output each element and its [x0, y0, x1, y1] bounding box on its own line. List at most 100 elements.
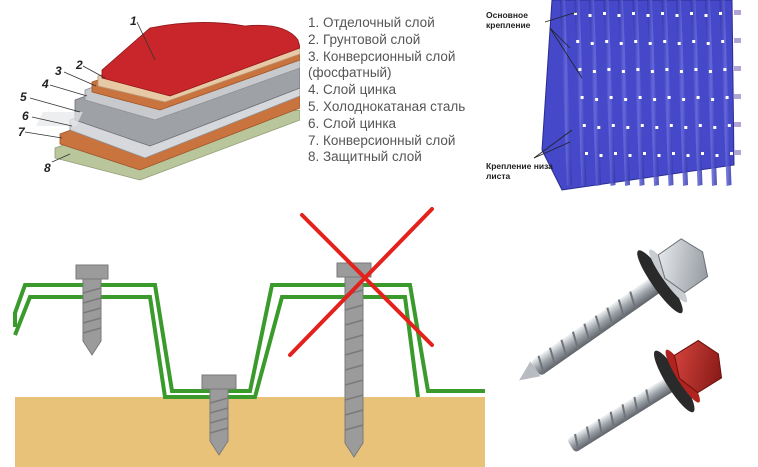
roof-rib: [603, 0, 616, 186]
fastening-point: [704, 14, 708, 17]
fastening-point: [669, 124, 673, 127]
fastening-point: [713, 126, 717, 129]
fastening-point: [621, 70, 625, 73]
fastening-point: [708, 70, 712, 73]
base-batten: [15, 397, 485, 467]
layer-legend: 1. Отделочный слой 2. Грунтовой слой 3. …: [308, 15, 465, 166]
layer-number: 7: [18, 125, 25, 139]
legend-item: 1. Отделочный слой: [308, 15, 435, 30]
roof-rib: [589, 0, 601, 186]
fastening-point: [686, 154, 690, 157]
red-roofing-screw: [568, 339, 723, 452]
fastening-point: [663, 40, 667, 43]
fastening-point: [614, 152, 617, 155]
layer-number: 4: [42, 77, 49, 91]
layers-panel: 1 2 3 4 5 6 7 8 1. Отделочный слой 2. Гр…: [0, 0, 480, 200]
fastening-point: [694, 68, 698, 71]
fastening-point: [607, 68, 611, 71]
fastening-point: [706, 42, 710, 45]
fastening-point: [585, 152, 588, 155]
fastening-point: [725, 96, 729, 99]
layer-number: 2: [76, 58, 83, 72]
layer-finish: [101, 22, 300, 97]
fastening-point: [655, 126, 659, 129]
fastening-point: [711, 98, 715, 101]
legend-item: 4. Слой цинка: [308, 82, 397, 98]
roof-rib: [690, 0, 703, 186]
fastening-point: [595, 98, 599, 101]
fastening-point: [636, 68, 640, 71]
fastening-point: [638, 96, 642, 99]
fastening-point: [576, 40, 580, 43]
fastening-point: [624, 98, 628, 101]
fastening-point: [730, 152, 733, 155]
fastening-point: [653, 98, 657, 101]
fastening-point: [646, 14, 650, 17]
fastening-point: [611, 124, 615, 127]
fastening-point: [672, 152, 675, 155]
fastening-point: [701, 152, 704, 155]
fastening-point: [677, 42, 681, 45]
fastening-point: [590, 42, 594, 45]
fastening-point: [640, 124, 644, 127]
roof-rib: [676, 0, 688, 186]
roof-rib: [705, 0, 717, 186]
fastening-point: [684, 126, 688, 129]
roof-rib: [632, 0, 645, 186]
fastening-point: [605, 40, 609, 43]
fastening-point: [632, 12, 635, 15]
bottom-fastening-label: Крепление низа листа: [486, 161, 553, 181]
fastening-point: [617, 14, 621, 17]
fastening-point: [698, 124, 702, 127]
screws-panel: [495, 195, 758, 467]
roof-panel: Основное крепление Крепление низа листа: [482, 0, 758, 200]
roof-rib: [719, 0, 732, 186]
legend-item: 8. Защитный слой: [308, 149, 422, 165]
fastening-point: [603, 12, 606, 15]
layer-number: 8: [44, 161, 51, 175]
fastening-point: [661, 12, 664, 15]
silver-roofing-screw: [519, 238, 709, 381]
fastening-point: [588, 14, 592, 17]
fastening-point: [643, 152, 646, 155]
fastening-point: [679, 70, 683, 73]
fastening-point: [682, 98, 686, 101]
fastening-point: [574, 12, 577, 15]
fastening-point: [628, 154, 632, 157]
fastening-point: [650, 70, 654, 73]
layer-number: 6: [22, 109, 29, 123]
roof-rib: [618, 0, 630, 186]
legend-item: 7. Конверсионный слой: [308, 132, 456, 148]
fastening-point: [582, 124, 586, 127]
fastening-point: [665, 68, 669, 71]
layer-number: 1: [130, 14, 137, 28]
fastening-point: [719, 12, 722, 15]
fastening-point: [715, 154, 719, 157]
layer-stack-illustration: [24, 21, 300, 181]
fastening-point: [597, 126, 601, 129]
fastening-point: [657, 154, 661, 157]
roof-rib: [574, 0, 587, 186]
roofing-screws-illustration: [519, 238, 723, 452]
fastening-point: [692, 40, 696, 43]
fastening-point: [723, 68, 727, 71]
fastening-point: [721, 40, 725, 43]
fastening-point: [609, 96, 613, 99]
legend-item: (фосфатный): [308, 65, 392, 81]
screw-correct-trough: [201, 374, 237, 456]
fastening-point: [648, 42, 652, 45]
layer-steel-shine: [36, 112, 83, 126]
fastening-point: [667, 96, 671, 99]
fastening-point: [619, 42, 623, 45]
roof-rib: [647, 0, 659, 186]
layer-number: 3: [55, 64, 62, 78]
fastening-point: [696, 96, 700, 99]
screw-correct-crest: [75, 264, 109, 356]
roof-rib: [560, 0, 572, 186]
fastening-point: [578, 68, 582, 71]
fastening-point: [580, 96, 584, 99]
layer-number: 5: [20, 90, 27, 104]
legend-item: 6. Слой цинка: [308, 115, 397, 131]
main-fastening-label: Основное крепление: [486, 10, 531, 30]
fastening-point: [599, 154, 603, 157]
